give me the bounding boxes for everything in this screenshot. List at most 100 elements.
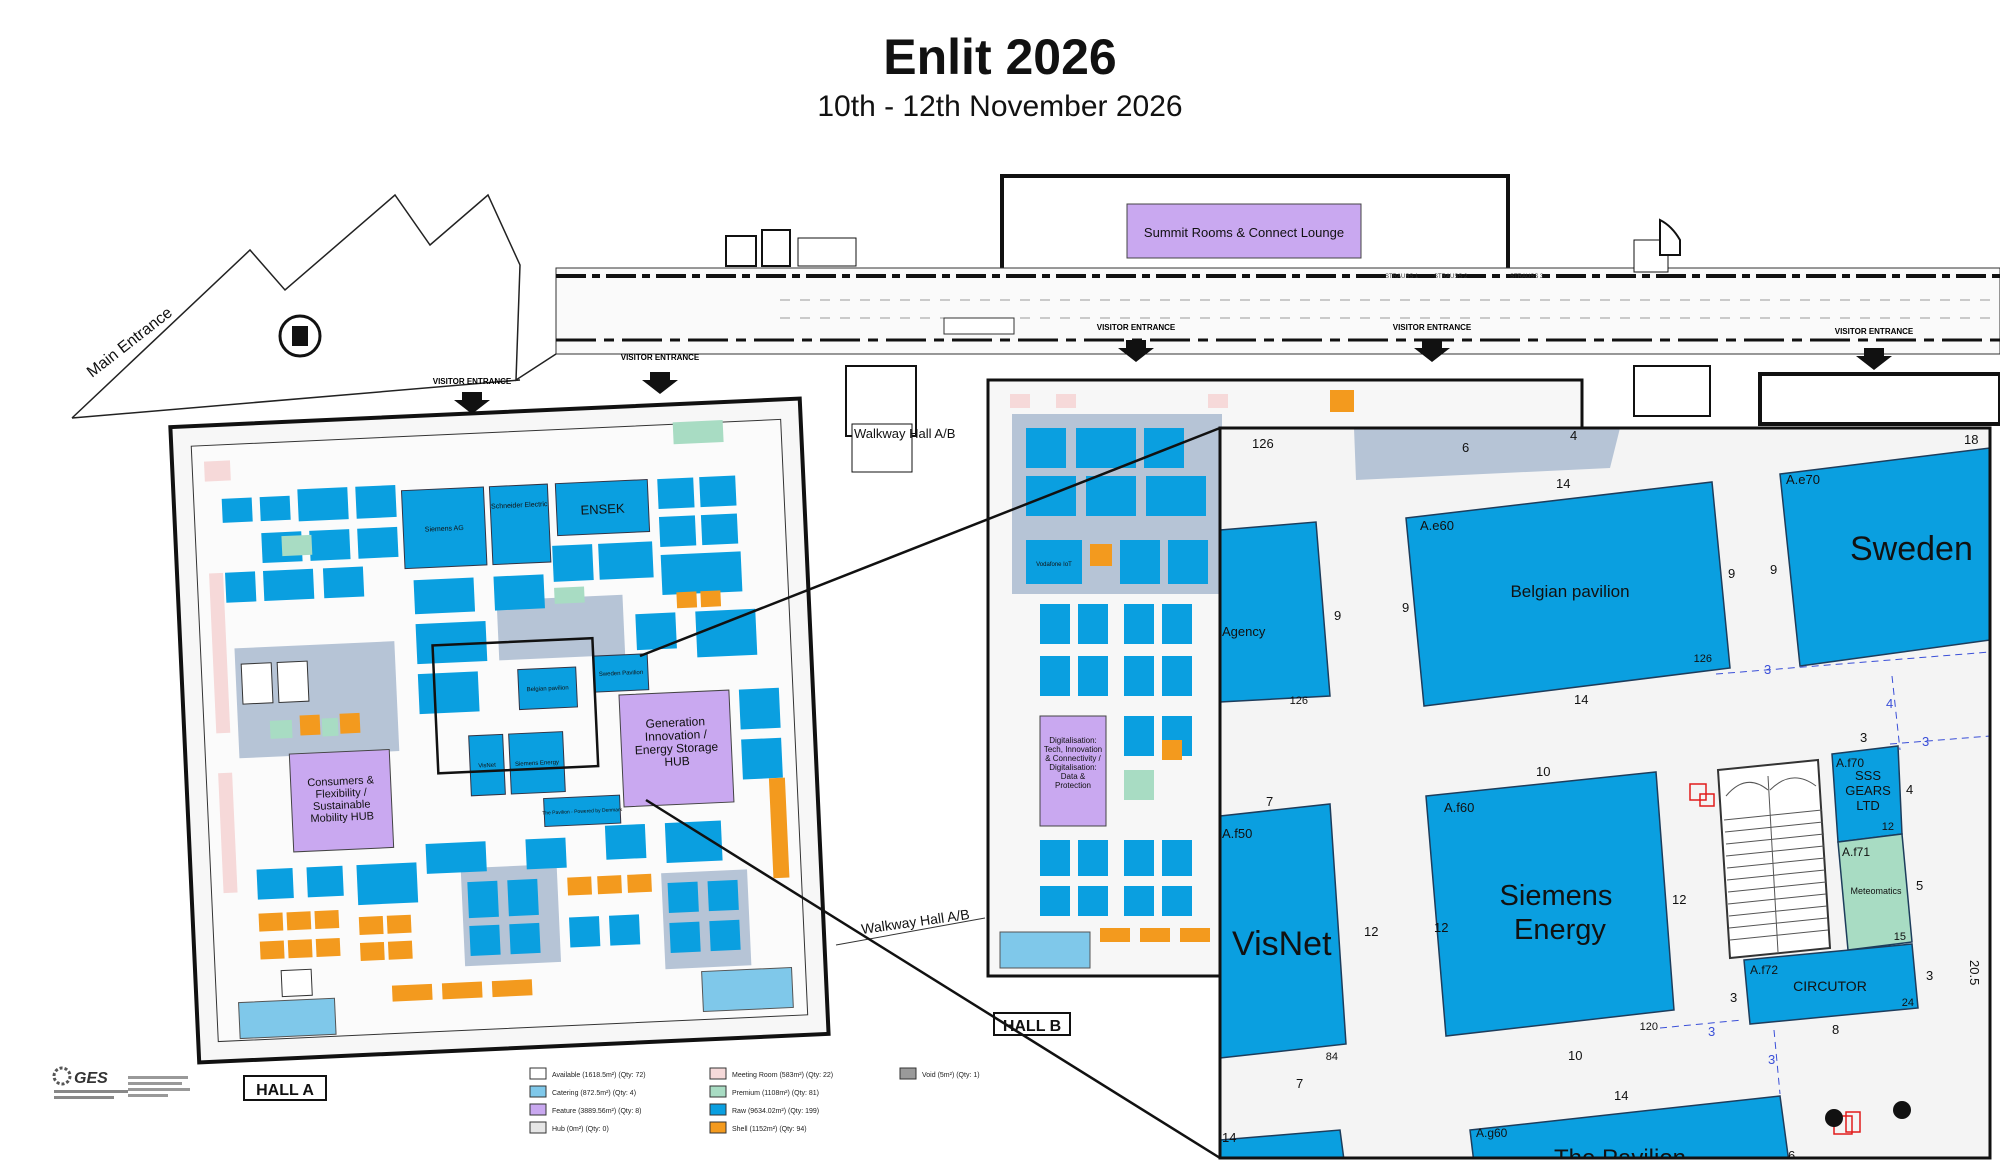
stand[interactable] xyxy=(1078,604,1108,644)
shell-stand[interactable] xyxy=(567,876,592,896)
stand[interactable] xyxy=(569,916,601,948)
shell-stand[interactable] xyxy=(386,914,412,934)
stand[interactable] xyxy=(1078,840,1108,876)
zoom-stand-siemens-energy[interactable] xyxy=(1425,771,1675,1037)
available-stand[interactable] xyxy=(276,660,310,703)
stand[interactable] xyxy=(1120,540,1160,584)
stand[interactable] xyxy=(1124,604,1154,644)
premium-stand[interactable] xyxy=(1124,770,1154,800)
shell-stand[interactable] xyxy=(391,983,433,1002)
stand[interactable] xyxy=(635,612,677,651)
stand[interactable] xyxy=(1124,716,1154,756)
stand[interactable] xyxy=(1162,886,1192,916)
stand[interactable] xyxy=(1040,604,1070,644)
stand[interactable] xyxy=(1078,886,1108,916)
stand[interactable] xyxy=(660,551,743,595)
stand[interactable] xyxy=(1076,428,1136,468)
meeting-room-row[interactable] xyxy=(218,772,238,894)
stand[interactable] xyxy=(667,881,699,913)
stand-vodafone[interactable] xyxy=(1026,540,1082,584)
stand-siemens-ag[interactable] xyxy=(400,486,488,570)
stand[interactable] xyxy=(355,484,397,519)
shell-stand[interactable] xyxy=(299,714,321,736)
summit-rooms-box[interactable] xyxy=(1126,203,1362,259)
zoom-stand-partial[interactable] xyxy=(1220,1129,1345,1160)
shell-stand[interactable] xyxy=(491,979,533,998)
shell-stand[interactable] xyxy=(1100,928,1130,942)
shell-stand[interactable] xyxy=(1180,928,1210,942)
stand[interactable] xyxy=(507,878,539,917)
shell-stand[interactable] xyxy=(1140,928,1170,942)
stand[interactable] xyxy=(1124,886,1154,916)
stand[interactable] xyxy=(1168,540,1208,584)
stand[interactable] xyxy=(707,879,739,912)
shell-stand-row[interactable] xyxy=(768,777,790,879)
zoom-stand-circutor[interactable] xyxy=(1743,943,1919,1025)
stand[interactable] xyxy=(1124,656,1154,696)
shell-stand[interactable] xyxy=(1162,740,1182,760)
shell-stand[interactable] xyxy=(627,873,652,893)
stand[interactable] xyxy=(259,495,291,522)
stand[interactable] xyxy=(604,823,647,860)
stand[interactable] xyxy=(700,513,739,546)
shell-stand[interactable] xyxy=(258,912,284,932)
stand[interactable] xyxy=(306,865,344,898)
visitor-entrance-2[interactable]: VISITOR ENTRANCE xyxy=(621,353,700,394)
shell-stand[interactable] xyxy=(676,591,698,609)
stand[interactable] xyxy=(467,880,499,919)
zoom-stand-meteomatics[interactable] xyxy=(1837,833,1913,951)
meeting-room-row[interactable] xyxy=(209,572,231,734)
stand[interactable] xyxy=(1040,840,1070,876)
premium-stand[interactable] xyxy=(269,719,293,739)
stand[interactable] xyxy=(425,841,487,874)
stand[interactable] xyxy=(598,541,654,580)
stand[interactable] xyxy=(695,608,758,658)
stand[interactable] xyxy=(608,914,641,946)
stand[interactable] xyxy=(658,515,697,548)
stand[interactable] xyxy=(1124,840,1154,876)
visitor-entrance-1[interactable]: VISITOR ENTRANCE xyxy=(433,377,512,414)
stand-schneider[interactable] xyxy=(488,483,552,566)
premium-stand[interactable] xyxy=(554,586,585,604)
stand-the-pavilion[interactable] xyxy=(543,794,622,828)
digitalisation-hub[interactable] xyxy=(1039,715,1107,827)
shell-stand[interactable] xyxy=(314,909,340,930)
stand[interactable] xyxy=(741,737,783,780)
visitor-entrance-5[interactable]: VISITOR ENTRANCE xyxy=(1835,327,1914,370)
stand[interactable] xyxy=(1146,476,1206,516)
generation-hub[interactable] xyxy=(618,689,735,808)
shell-stand[interactable] xyxy=(315,937,341,958)
stand[interactable] xyxy=(417,671,480,715)
stand[interactable] xyxy=(657,477,695,510)
stand[interactable] xyxy=(525,837,567,870)
zoom-stand-agency[interactable] xyxy=(1220,521,1331,703)
shell-stand[interactable] xyxy=(387,940,413,960)
shell-stand[interactable] xyxy=(287,939,313,959)
stand[interactable] xyxy=(1026,428,1066,468)
meeting-room[interactable] xyxy=(1056,394,1076,408)
stand[interactable] xyxy=(509,922,541,955)
shell-stand[interactable] xyxy=(358,915,384,936)
premium-stand[interactable] xyxy=(321,717,339,737)
shell-stand[interactable] xyxy=(259,940,285,960)
shell-stand[interactable] xyxy=(339,712,361,734)
stand[interactable] xyxy=(552,544,594,582)
shell-stand[interactable] xyxy=(441,981,483,1000)
consumers-hub[interactable] xyxy=(288,748,395,853)
stand[interactable] xyxy=(1026,476,1076,516)
stand-visnet[interactable] xyxy=(468,733,506,797)
premium-stand[interactable] xyxy=(281,534,313,557)
zoom-stand-visnet[interactable] xyxy=(1220,803,1347,1059)
stand-siemens-energy[interactable] xyxy=(508,731,566,795)
shell-stand[interactable] xyxy=(359,941,385,962)
visitor-entrance-4[interactable]: VISITOR ENTRANCE xyxy=(1393,323,1472,362)
shell-stand[interactable] xyxy=(597,875,622,895)
shell-stand[interactable] xyxy=(700,590,722,608)
stand[interactable] xyxy=(469,924,501,957)
stand[interactable] xyxy=(1086,476,1136,516)
shell-stand[interactable] xyxy=(1090,544,1112,566)
stand[interactable] xyxy=(309,529,351,561)
stand[interactable] xyxy=(493,574,545,611)
stand[interactable] xyxy=(664,820,723,864)
zoom-stand-belgian-pavilion[interactable] xyxy=(1405,481,1731,707)
